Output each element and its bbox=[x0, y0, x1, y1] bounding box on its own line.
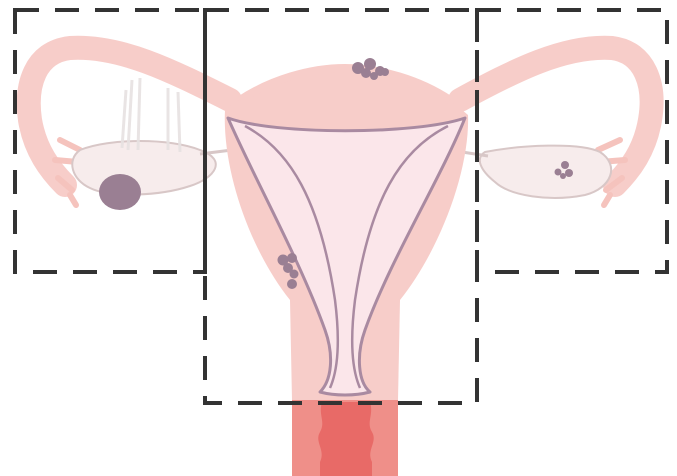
right-ovary bbox=[480, 146, 611, 198]
left-ovary bbox=[72, 141, 216, 195]
vaginal-rugae bbox=[318, 402, 373, 476]
ovarian-cyst bbox=[99, 174, 141, 210]
